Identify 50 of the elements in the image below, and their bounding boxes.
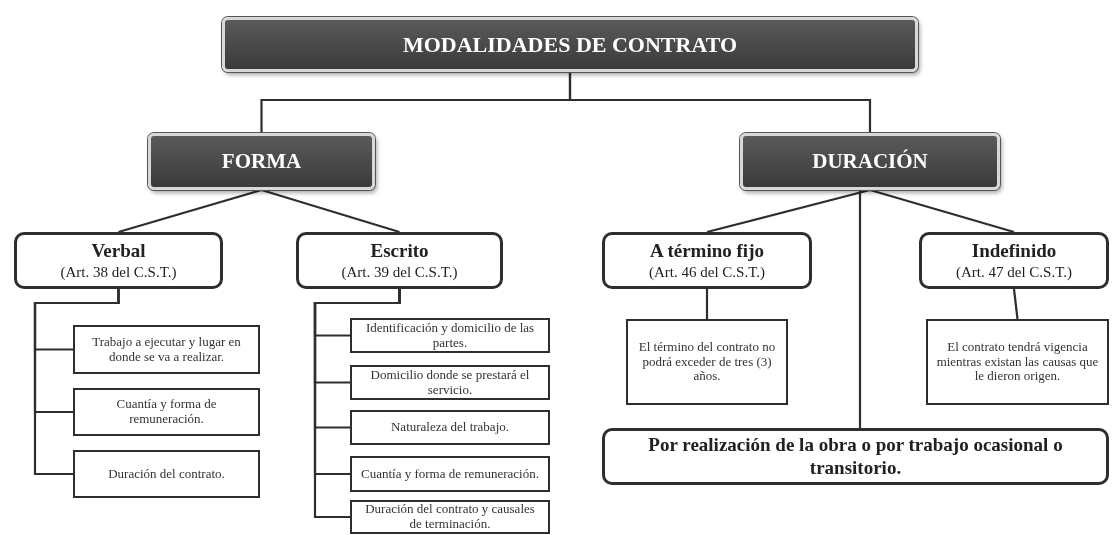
box-text: Identificación y domicilio de las partes. — [364, 320, 536, 351]
requirement-box — [350, 318, 550, 353]
article-reference: (Art. 39 del C.S.T.) — [341, 262, 458, 281]
box-text: Cuantía y forma de remuneración. — [361, 466, 539, 482]
connector-line — [313, 289, 401, 519]
connector-line — [1012, 288, 1019, 320]
article-reference: (Art. 38 del C.S.T.) — [60, 262, 177, 281]
box-text: Por realización de la obra o por trabajo ocasional o transitorio. — [647, 433, 1064, 480]
box-text: Duración del contrato y causales de terminación. — [364, 502, 536, 532]
connector-line — [706, 188, 871, 234]
box-text: Domicilio donde se prestará el servicio. — [369, 367, 531, 398]
connector-line — [869, 188, 1015, 234]
type-name: Verbal — [91, 240, 146, 263]
connector-line — [118, 188, 262, 234]
type-box — [602, 232, 812, 289]
heading-text: DURACIÓN — [812, 149, 928, 174]
connector-line — [705, 289, 709, 319]
article-reference: (Art. 46 del C.S.T.) — [649, 262, 765, 281]
type-box — [296, 232, 503, 289]
requirement-box — [350, 456, 550, 492]
title-box — [222, 17, 918, 72]
box-text: Duración del contrato. — [108, 466, 225, 482]
type-name: Escrito — [370, 240, 429, 263]
requirement-box — [73, 388, 260, 436]
type-box — [14, 232, 223, 289]
box-text: El término del contrato no podrá exceder de tres (3) años. — [637, 339, 777, 385]
box-text: El contrato tendrá vigencia mientras existan las causas que le dieron origen. — [935, 339, 1100, 385]
connector-line — [568, 72, 872, 133]
requirement-box — [73, 325, 260, 374]
requirement-box — [350, 410, 550, 445]
requirement-box — [73, 450, 260, 498]
duration-type-box — [602, 428, 1109, 485]
heading-text: MODALIDADES DE CONTRATO — [402, 31, 738, 58]
type-box — [919, 232, 1109, 289]
connector-line — [858, 190, 862, 428]
category-header-box — [148, 133, 375, 190]
description-box — [626, 319, 788, 405]
connector-line — [33, 289, 120, 476]
requirement-box — [350, 500, 550, 534]
type-name: Indefinido — [971, 240, 1057, 263]
heading-text: FORMA — [221, 149, 302, 174]
requirement-box — [350, 365, 550, 400]
connector-line — [261, 188, 400, 234]
type-name: A término fijo — [650, 240, 764, 263]
description-box — [926, 319, 1109, 405]
box-text: Naturaleza del trabajo. — [391, 420, 509, 435]
box-text: Trabajo a ejecutar y lugar en donde se va a realizar. — [91, 334, 242, 365]
box-text: Cuantía y forma de remuneración. — [115, 397, 218, 427]
category-header-box — [740, 133, 1000, 190]
article-reference: (Art. 47 del C.S.T.) — [956, 262, 1072, 281]
